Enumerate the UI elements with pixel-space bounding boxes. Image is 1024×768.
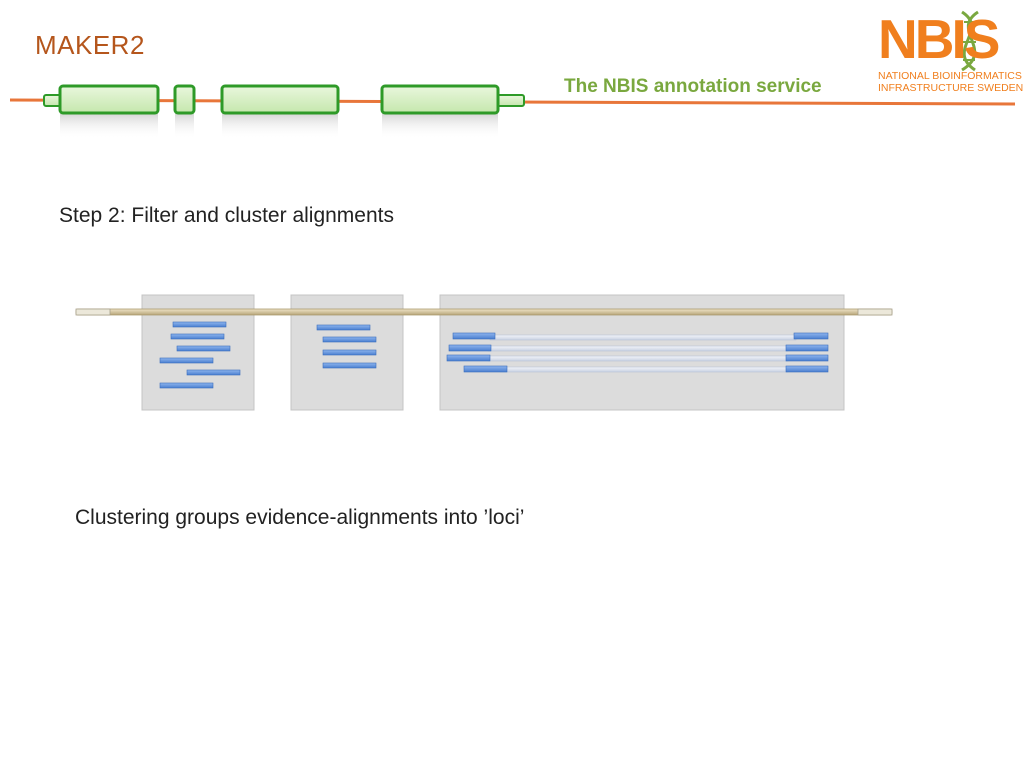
- alignments-cluster-3: [446, 332, 829, 373]
- nbis-logo-wordmark: NBIS: [878, 8, 1000, 70]
- gene-model-icon: [9, 84, 1016, 139]
- alignments-cluster-2: [316, 324, 377, 369]
- caption-text: Clustering groups evidence-alignments in…: [75, 506, 525, 529]
- nbis-logo-line-2: INFRASTRUCTURE SWEDEN: [878, 82, 1024, 94]
- alignments-cluster-1: [159, 321, 241, 389]
- page-subtitle: The NBIS annotation service: [564, 76, 822, 97]
- dna-helix-icon: [961, 10, 979, 72]
- page-title: MAKER2: [35, 30, 145, 60]
- genome-line: [75, 308, 893, 316]
- nbis-logo-line-1: NATIONAL BIOINFORMATICS: [878, 70, 1022, 82]
- step-heading: Step 2: Filter and cluster alignments: [59, 204, 394, 227]
